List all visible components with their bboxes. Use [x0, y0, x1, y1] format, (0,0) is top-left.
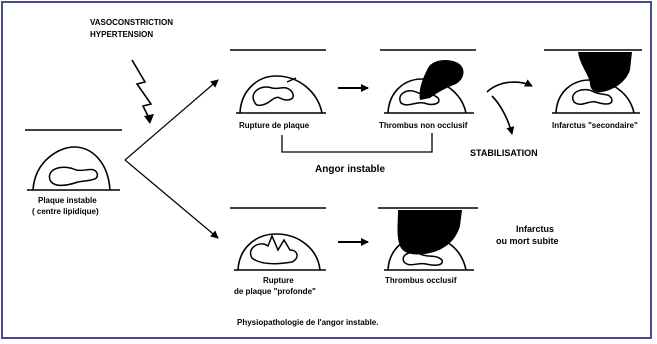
hypertension-label: HYPERTENSION	[90, 30, 153, 39]
rupture-plaque-label: Rupture de plaque	[239, 121, 309, 130]
arrow-to-rupture	[125, 80, 218, 160]
thrombus-non-occlusif-vessel	[380, 50, 476, 113]
infarctus-secondaire-label: Infarctus "secondaire"	[552, 121, 638, 130]
infarctus-secondaire-vessel	[544, 50, 642, 113]
arrow-to-infarctus-secondaire	[487, 82, 532, 92]
arrow-to-stabilisation	[492, 96, 512, 134]
figure-caption: Physiopathologie de l'angor instable.	[237, 318, 378, 327]
thrombus-mass	[398, 210, 463, 254]
mort-subite-label: ou mort subite	[496, 236, 559, 246]
plaque-instable-label: Plaque instable	[38, 196, 97, 205]
thrombus-mass	[578, 52, 632, 93]
thrombus-non-occlusif-label: Thrombus non occlusif	[379, 121, 467, 130]
arrow-to-rupture-profonde	[125, 160, 218, 238]
lightning-bolt-icon	[132, 60, 154, 124]
stabilisation-label: STABILISATION	[470, 148, 538, 158]
thrombus-occlusif-vessel	[378, 208, 478, 270]
rupture-profonde-vessel	[230, 208, 326, 270]
thrombus-occlusif-label: Thrombus occlusif	[385, 276, 457, 285]
plaque-instable-vessel	[25, 130, 122, 190]
angor-instable-label: Angor instable	[315, 164, 385, 175]
vasoconstriction-label: VASOCONSTRICTION	[90, 18, 173, 27]
centre-lipidique-label: ( centre lipidique)	[32, 207, 99, 216]
infarctus-label: Infarctus	[516, 224, 554, 234]
rupture-profonde-label-1: Rupture	[263, 276, 294, 285]
rupture-profonde-label-2: de plaque "profonde"	[234, 287, 316, 296]
angor-instable-bracket	[282, 133, 432, 152]
rupture-plaque-vessel	[230, 50, 326, 113]
